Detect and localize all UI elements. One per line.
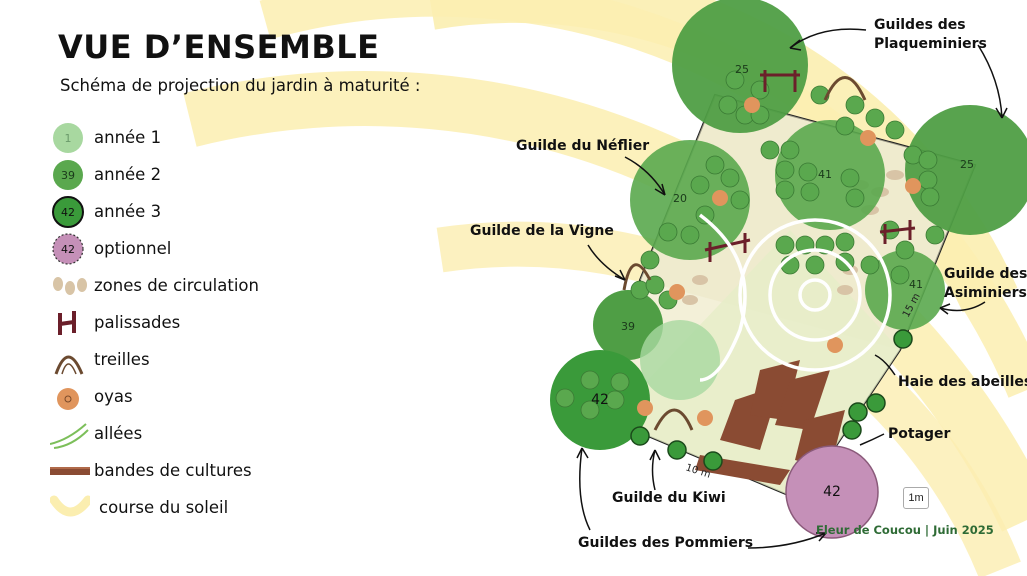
tree-number: 42 <box>823 484 841 500</box>
svg-text:42: 42 <box>61 243 75 256</box>
palisade-icon <box>58 311 76 335</box>
label-arrows <box>576 28 1008 549</box>
guild-label-abeilles: Haie des abeilles <box>898 374 1027 390</box>
legend-item-year2: 39 année 2 <box>50 157 350 193</box>
legend-label: oyas <box>94 387 133 406</box>
legend-item-optional: 42 optionnel <box>50 231 350 267</box>
legend-item-oya: oyas <box>50 379 350 415</box>
legend-label: zones de circulation <box>94 276 259 295</box>
legend-item-sun: course du soleil <box>50 490 350 526</box>
tree-number-labels: 25 25 20 41 42 42 39 41 <box>591 63 974 500</box>
guild-label-neflier: Guilde du Néflier <box>516 138 649 154</box>
palisades <box>704 70 916 262</box>
tree-number: 25 <box>735 63 749 76</box>
tree-number: 42 <box>591 392 609 408</box>
guild-label-plaqueminiers-2: Plaqueminiers <box>874 36 987 52</box>
guild-labels: Guildes des Plaqueminiers Guilde du Néfl… <box>470 17 1027 551</box>
guild-label-asiminiers-1: Guilde des <box>944 266 1027 282</box>
oya-icon <box>57 388 79 410</box>
svg-text:1: 1 <box>65 132 72 145</box>
circle-year1-icon: 1 <box>53 123 83 153</box>
legend-item-year3: 42 année 3 <box>50 194 350 230</box>
legend-label: palissades <box>94 313 181 332</box>
legend-item-path: allées <box>50 416 350 452</box>
guild-label-asiminiers-2: Asiminiers <box>944 285 1027 301</box>
svg-text:39: 39 <box>61 169 75 182</box>
legend-label: bandes de cultures <box>94 461 252 480</box>
page-title: VUE D’ENSEMBLE <box>58 28 380 66</box>
trellis-arch-icon <box>54 355 84 375</box>
tree-number: 39 <box>621 320 635 333</box>
guild-label-pommiers: Guildes des Pommiers <box>578 535 753 551</box>
credit-text: Fleur de Coucou | Juin 2025 <box>816 523 994 537</box>
circle-year2-icon: 39 <box>53 160 83 190</box>
allees-white <box>698 213 892 382</box>
crop-band-icon <box>50 467 90 475</box>
legend-label: treilles <box>94 350 150 369</box>
legend-label: course du soleil <box>99 498 229 517</box>
small-plants <box>555 70 945 420</box>
legend-item-year1: 1 année 1 <box>50 120 350 156</box>
legend-item-crop-band: bandes de cultures <box>50 453 350 489</box>
guild-label-plaqueminiers-1: Guildes des <box>874 17 966 33</box>
circle-optional-icon: 42 <box>52 233 84 265</box>
svg-text:42: 42 <box>61 206 75 219</box>
sun-arc-icon <box>50 495 90 517</box>
legend-label: année 1 <box>94 128 162 147</box>
tree-number: 25 <box>960 158 974 171</box>
circulation-dots-icon <box>53 277 87 295</box>
tree-number: 41 <box>818 168 832 181</box>
scale-label: 1m <box>903 487 929 509</box>
guild-label-kiwi: Guilde du Kiwi <box>612 490 726 506</box>
legend-label: allées <box>94 424 143 443</box>
guild-label-vigne: Guilde de la Vigne <box>470 223 614 239</box>
legend-label: optionnel <box>94 239 172 258</box>
hedge-plants <box>630 329 913 471</box>
circle-year3-icon: 42 <box>52 196 84 228</box>
page-subtitle: Schéma de projection du jardin à maturit… <box>60 76 421 95</box>
legend-label: année 3 <box>94 202 162 221</box>
guild-label-potager: Potager <box>888 426 951 442</box>
oyas <box>637 97 921 426</box>
legend-item-palisade: palissades <box>50 305 350 341</box>
legend-label: année 2 <box>94 165 162 184</box>
tree-number: 20 <box>673 192 687 205</box>
tree-number: 41 <box>909 278 923 291</box>
trellises <box>622 76 867 431</box>
path-lines-icon <box>50 423 89 449</box>
legend-item-trellis: treilles <box>50 342 350 378</box>
legend-item-circulation: zones de circulation <box>50 268 350 304</box>
